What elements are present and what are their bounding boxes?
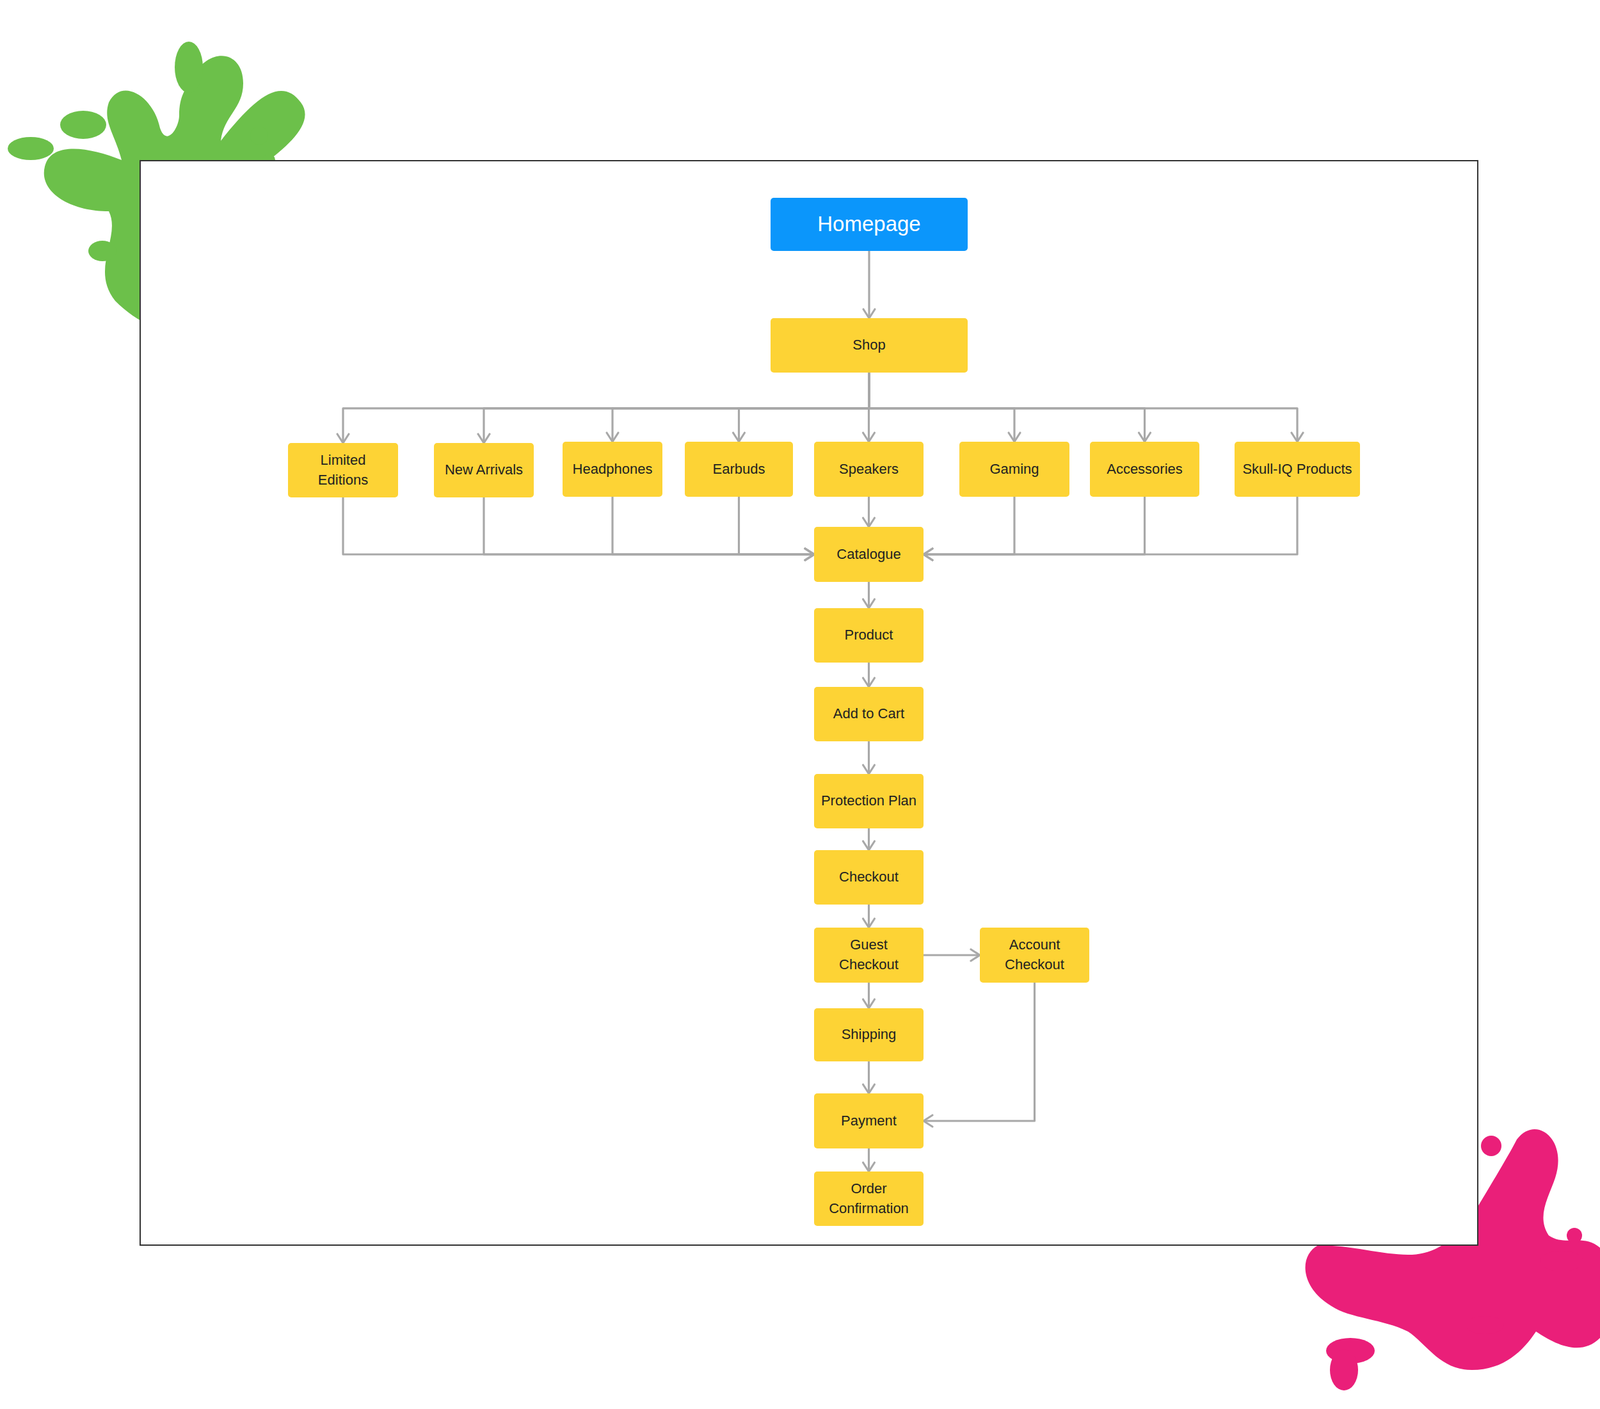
flow-arrow [923,496,1298,555]
box-label: Shipping [841,1024,897,1045]
page-box: Speakers [814,441,924,497]
box-label: Speakers [839,459,899,480]
page-box: Checkout [814,849,924,905]
box-label: Skull-IQ Products [1242,459,1352,480]
flow-arrow [923,982,1035,1121]
box-label: Account Checkout [986,935,1083,975]
flow-arrow [867,662,870,687]
flow-arrow [867,904,870,928]
box-label: Accessories [1106,459,1183,480]
flow-arrow [867,1148,870,1172]
flow-arrow [867,496,870,527]
box-label: Homepage [817,209,921,239]
box-label: Earbuds [712,459,766,480]
box-label: Add to Cart [833,704,905,724]
page-box: Accessories [1089,441,1200,497]
box-label: Shop [852,335,886,356]
box-label: Catalogue [836,544,901,565]
flow-arrow [343,497,815,555]
page-box: New Arrivals [433,442,534,498]
flow-arrow [739,496,815,555]
flow-arrow [343,372,870,443]
box-label: Limited Editions [294,450,392,491]
page-box: Account Checkout [979,927,1090,983]
page-box: Product [814,608,924,663]
flow-arrow [869,372,1298,442]
flow-arrow [867,828,870,850]
flow-arrow [612,372,870,442]
flow-arrow [483,372,870,443]
flow-arrow [867,250,870,319]
box-label: Checkout [839,867,899,888]
page-box: Headphones [562,441,663,497]
page-box: Shop [770,318,968,373]
flow-arrow [612,496,815,555]
flow-arrow [867,741,870,774]
flow-arrow [867,982,870,1008]
page-box: Catalogue [814,526,924,582]
page-box: Protection Plan [814,773,924,829]
flow-arrow [867,581,870,608]
page-box: Add to Cart [814,686,924,742]
root-box: Homepage [770,197,968,251]
flow-arrow [869,372,1145,442]
flow-arrow [923,496,1015,555]
box-label: Gaming [989,459,1039,480]
page-box: Guest Checkout [814,927,924,983]
box-label: New Arrivals [444,460,523,480]
box-label: Payment [840,1111,897,1131]
page-box: Gaming [959,441,1070,497]
page-box: Earbuds [684,441,793,497]
flow-arrow [923,953,980,956]
box-label: Order Confirmation [820,1178,918,1219]
page-box: Limited Editions [288,442,399,498]
page-box: Payment [814,1093,924,1149]
box-label: Headphones [572,459,653,480]
box-label: Protection Plan [821,791,917,811]
page-box: Order Confirmation [814,1171,924,1226]
flow-arrow [923,496,1145,555]
page-box: Shipping [814,1008,924,1062]
flow-arrow [869,372,1015,442]
flow-arrow [867,1061,870,1094]
page-box: Skull-IQ Products [1234,441,1360,497]
flow-arrow [483,497,815,555]
box-label: Product [844,625,894,646]
flow-arrow [739,372,870,442]
box-label: Guest Checkout [820,935,918,975]
